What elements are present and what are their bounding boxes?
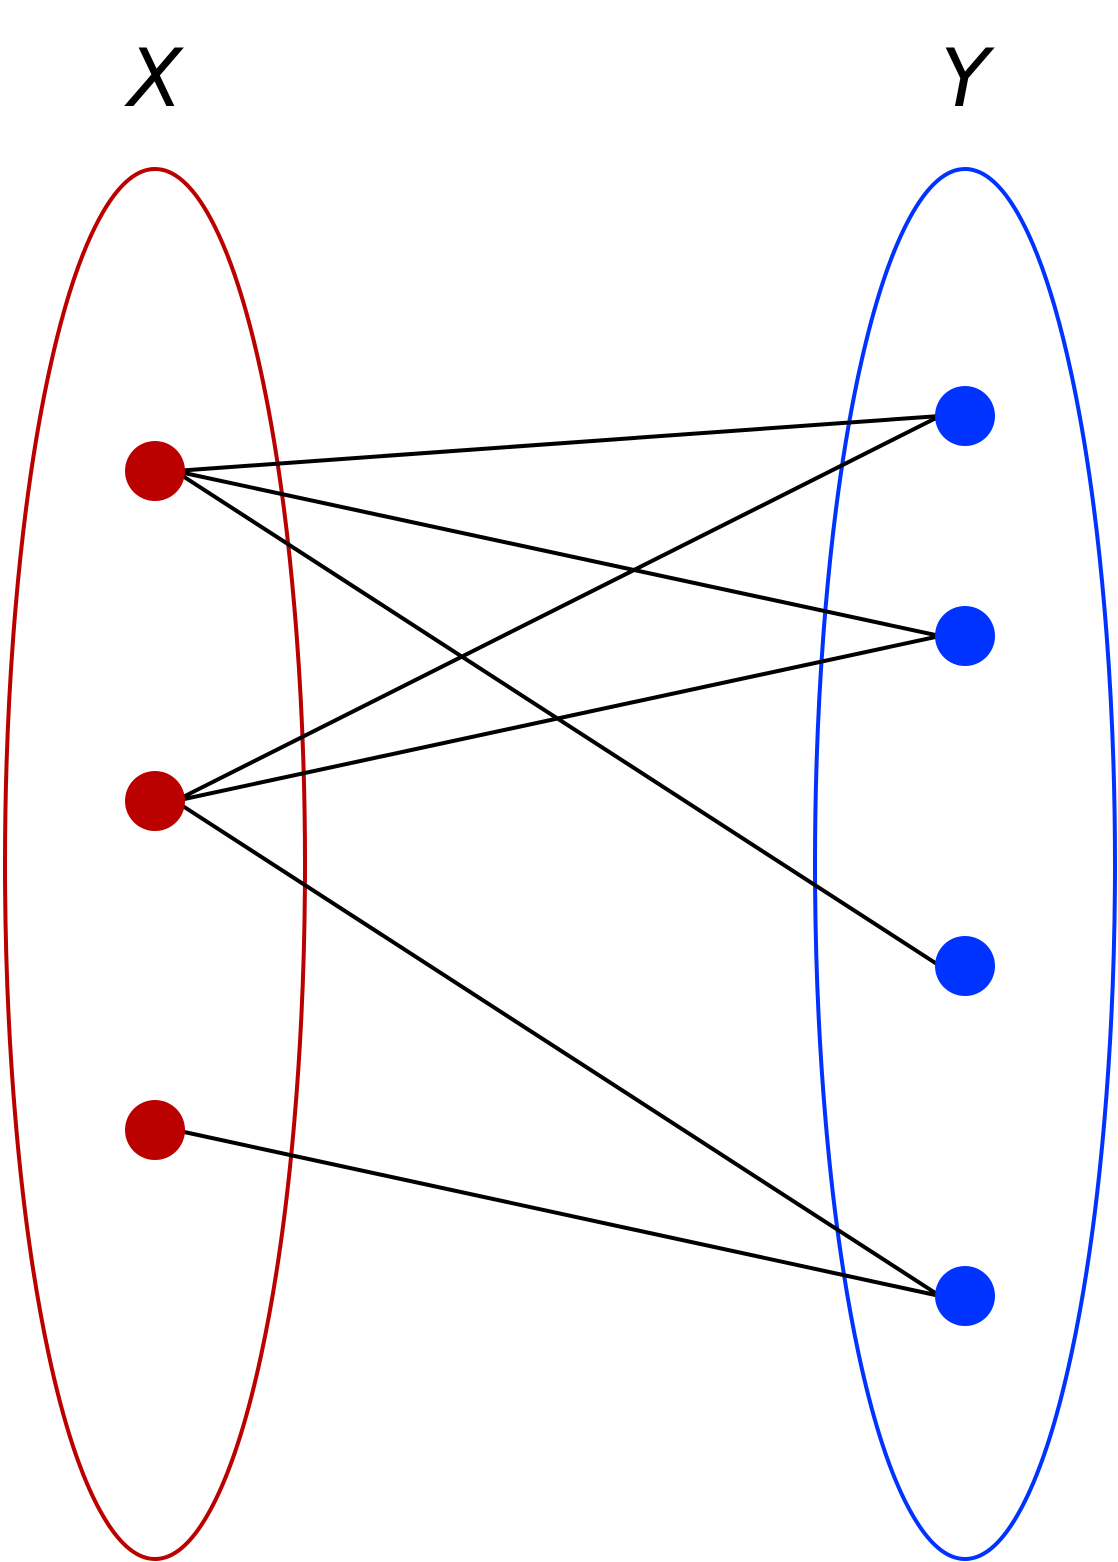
edge-x1-y1 [173, 414, 942, 473]
edges [173, 414, 942, 1298]
node-x3 [125, 1100, 185, 1160]
node-x2 [125, 771, 185, 831]
edge-x3-y4 [173, 1128, 942, 1298]
set-x-label: X [124, 32, 185, 125]
nodes [125, 386, 995, 1326]
set-y-boundary [813, 167, 1117, 1561]
edge-x2-y1 [173, 414, 942, 803]
edge-x2-y4 [173, 799, 942, 1298]
set-y-label: Y [941, 32, 996, 125]
node-y4 [935, 1266, 995, 1326]
node-y1 [935, 386, 995, 446]
set-x-boundary [3, 167, 307, 1561]
edge-x2-y2 [173, 634, 942, 803]
node-y3 [935, 936, 995, 996]
edge-x1-y2 [173, 469, 942, 638]
node-y2 [935, 606, 995, 666]
node-x1 [125, 441, 185, 501]
